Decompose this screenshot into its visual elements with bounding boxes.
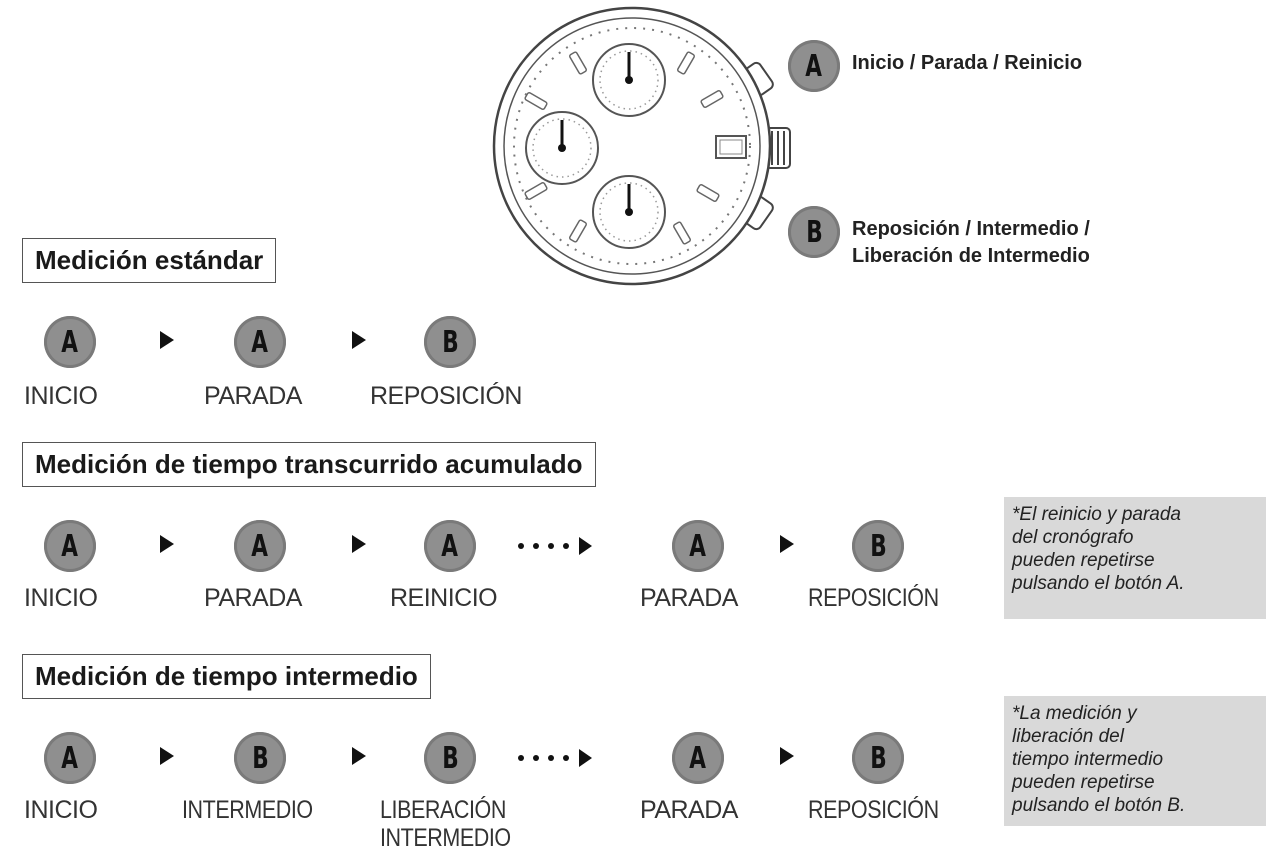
note-accumulated: *El reinicio y parada del cronógrafo pue… [1004,497,1266,619]
arrow-right-icon [160,747,174,765]
arrow-right-icon [780,747,794,765]
step-label: REPOSICIÓN [808,796,939,824]
legend-a-text: Inicio / Parada / Reinicio [852,52,1083,74]
step-label: INTERMEDIO [182,796,313,824]
legend-button-a-icon: A [788,40,840,92]
step-label: PARADA [204,382,302,410]
arrow-right-icon [160,535,174,553]
step-label: INICIO [24,796,98,824]
step-button-icon: A [424,520,476,572]
step-label: PARADA [204,584,302,612]
repeat-dotted-arrow-icon [518,749,592,767]
step-button-icon: A [44,520,96,572]
step-label: PARADA [640,796,738,824]
arrow-right-icon [352,331,366,349]
section-title-standard: Medición estándar [22,238,277,283]
step-label: INICIO [24,382,98,410]
step-button-icon: B [424,732,476,784]
step-button-icon: B [852,520,904,572]
step-button-icon: A [672,520,724,572]
section-title-accumulated: Medición de tiempo transcurrido acumulad… [22,442,596,487]
arrow-right-icon [352,747,366,765]
step-button-icon: B [424,316,476,368]
section-title-split: Medición de tiempo intermedio [22,654,431,699]
arrow-right-icon [160,331,174,349]
repeat-dotted-arrow-icon [518,537,592,555]
step-button-icon: A [234,316,286,368]
legend-button-b-icon: B [788,206,840,258]
step-label: INICIO [24,584,98,612]
chronograph-watch-illustration [492,6,791,286]
step-button-icon: A [44,732,96,784]
step-label: REINICIO [390,584,498,612]
arrow-right-icon [780,535,794,553]
step-label: REPOSICIÓN [808,584,939,612]
step-button-icon: B [852,732,904,784]
step-button-icon: A [672,732,724,784]
legend-b-text: Reposición / Intermedio / Liberación de … [852,218,1090,267]
step-label: PARADA [640,584,738,612]
note-split: *La medición y liberación del tiempo int… [1004,696,1266,826]
step-button-icon: B [234,732,286,784]
step-button-icon: A [234,520,286,572]
arrow-right-icon [352,535,366,553]
step-button-icon: A [44,316,96,368]
step-label: INTERMEDIO [380,824,511,852]
step-label: LIBERACIÓN [380,796,506,824]
step-label: REPOSICIÓN [370,382,522,410]
